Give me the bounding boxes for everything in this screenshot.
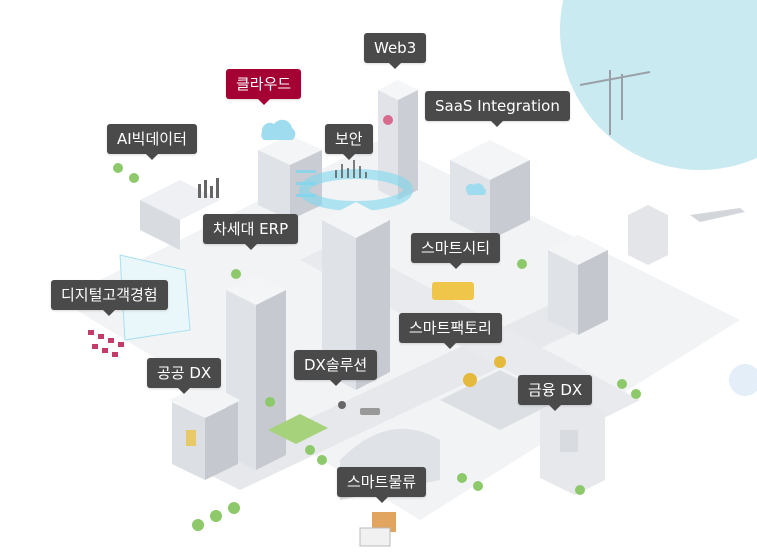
delivery-box-icon	[372, 512, 396, 532]
label-finance-dx[interactable]: 금융 DX	[518, 375, 593, 411]
web3-tower-right	[398, 90, 418, 200]
security-tower-right	[356, 220, 390, 390]
public-building-right	[205, 402, 238, 480]
security-tower-left	[322, 220, 356, 390]
security-graph-icon	[335, 160, 367, 178]
cctv-icon	[360, 408, 380, 415]
construction-crane	[579, 70, 651, 135]
public-door-icon	[186, 430, 196, 446]
label-ai-bigdata[interactable]: AI빅데이터	[107, 124, 197, 160]
label-public-dx[interactable]: 공공 DX	[147, 358, 222, 394]
park-lawn	[268, 414, 328, 444]
label-next-erp[interactable]: 차세대 ERP	[203, 214, 299, 250]
label-cloud[interactable]: 클라우드	[226, 69, 302, 105]
bus-icon	[432, 282, 474, 300]
audience-seats	[88, 330, 124, 357]
control-tower	[628, 205, 668, 265]
right-tower-right	[578, 250, 608, 335]
robot-arm-icon-2	[494, 356, 506, 368]
finance-atm-icon	[560, 430, 578, 452]
cloud-building-left	[258, 150, 290, 220]
small-decor-circle	[729, 364, 757, 396]
ai-platform-side	[140, 200, 180, 250]
label-web3[interactable]: Web3	[364, 33, 427, 69]
robot-arm-icon	[463, 373, 477, 387]
label-smart-factory[interactable]: 스마트팩토리	[399, 313, 502, 349]
label-smart-logistics[interactable]: 스마트물류	[337, 467, 427, 503]
label-smart-city[interactable]: 스마트시티	[411, 233, 501, 269]
server-stripe-1	[296, 170, 316, 173]
label-digital-cx[interactable]: 디지털고객경험	[51, 280, 168, 316]
teal-decor-circle	[560, 0, 757, 170]
drone-icon	[338, 401, 346, 409]
delivery-truck-icon	[359, 527, 391, 547]
saas-building-right	[490, 160, 530, 240]
airplane-icon	[690, 208, 745, 222]
ai-bar-graph-icon	[198, 178, 219, 198]
cloud-icon	[261, 119, 296, 140]
erp-tower-right	[256, 290, 286, 470]
web3-emblem-icon	[383, 115, 393, 125]
saas-building-left	[450, 160, 490, 240]
label-security[interactable]: 보안	[325, 124, 373, 160]
trees	[113, 163, 641, 531]
label-dx-solution[interactable]: DX솔루션	[294, 350, 378, 386]
label-saas-integration[interactable]: SaaS Integration	[425, 91, 570, 127]
saas-cloud-icon	[465, 183, 487, 195]
right-tower-left	[548, 250, 578, 335]
